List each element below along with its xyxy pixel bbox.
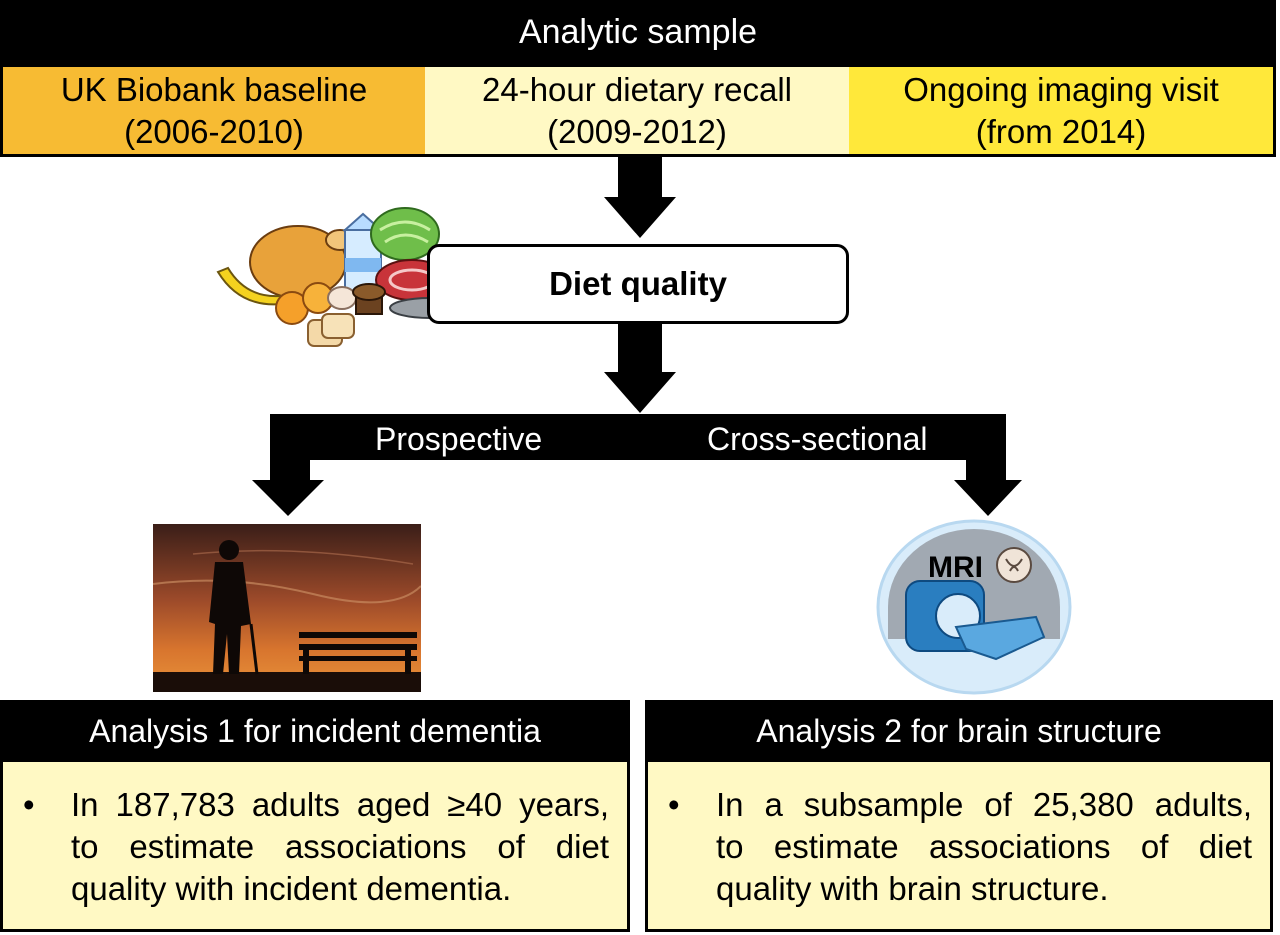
analysis-1-title: Analysis 1 for incident dementia <box>0 700 630 762</box>
source-line2: (from 2014) <box>975 112 1147 150</box>
analysis-1-line-2: to estimate associations of diet <box>71 828 609 865</box>
source-line2: (2006-2010) <box>124 112 304 150</box>
analysis-2-line-1: In a subsample of 25,380 adults, <box>716 786 1252 823</box>
source-line1: Ongoing imaging visit <box>903 70 1219 108</box>
source-dietary-recall: 24-hour dietary recall (2009-2012) <box>425 64 852 157</box>
analysis-2-line-3: quality with brain structure. <box>716 870 1109 907</box>
cross-sectional-label: Cross-sectional <box>707 417 967 461</box>
prospective-label: Prospective <box>375 417 575 461</box>
analysis-2-title: Analysis 2 for brain structure <box>645 700 1273 762</box>
analysis-2-line-2: to estimate associations of diet <box>716 828 1252 865</box>
prospective-text: Prospective <box>375 420 543 457</box>
source-uk-biobank: UK Biobank baseline (2006-2010) <box>0 64 428 157</box>
branch-bar <box>270 414 1006 460</box>
branch-right-arrow <box>954 414 1022 516</box>
mri-scanner-icon: MRI <box>876 519 1072 695</box>
mri-text: MRI <box>928 551 983 584</box>
diet-quality-label: Diet quality <box>549 265 727 302</box>
analysis-2-title-text: Analysis 2 for brain structure <box>756 712 1162 749</box>
branch-left-arrow <box>252 414 324 516</box>
elderly-man-sunset-photo <box>153 524 421 692</box>
header-title: Analytic sample <box>518 12 758 51</box>
source-line1: UK Biobank baseline <box>60 70 368 108</box>
analysis-1-title-text: Analysis 1 for incident dementia <box>89 712 541 749</box>
cross-sectional-text: Cross-sectional <box>707 420 928 457</box>
down-arrow-1 <box>604 157 676 238</box>
bullet-marker: • <box>23 786 35 823</box>
analysis-2-body: • In a subsample of 25,380 adults, to es… <box>645 762 1273 932</box>
analysis-1-line-1: In 187,783 adults aged ≥40 years, <box>71 786 609 823</box>
source-line2: (2009-2012) <box>547 112 727 150</box>
down-arrow-2 <box>604 324 676 413</box>
bullet-marker: • <box>668 786 680 823</box>
analytic-sample-header: Analytic sample <box>0 0 1276 64</box>
analysis-1-body: • In 187,783 adults aged ≥40 years, to e… <box>0 762 630 932</box>
source-imaging-visit: Ongoing imaging visit (from 2014) <box>849 64 1276 157</box>
analysis-1-line-3: quality with incident dementia. <box>71 870 512 907</box>
diet-quality-box: Diet quality <box>427 244 849 324</box>
source-line1: 24-hour dietary recall <box>482 70 792 108</box>
